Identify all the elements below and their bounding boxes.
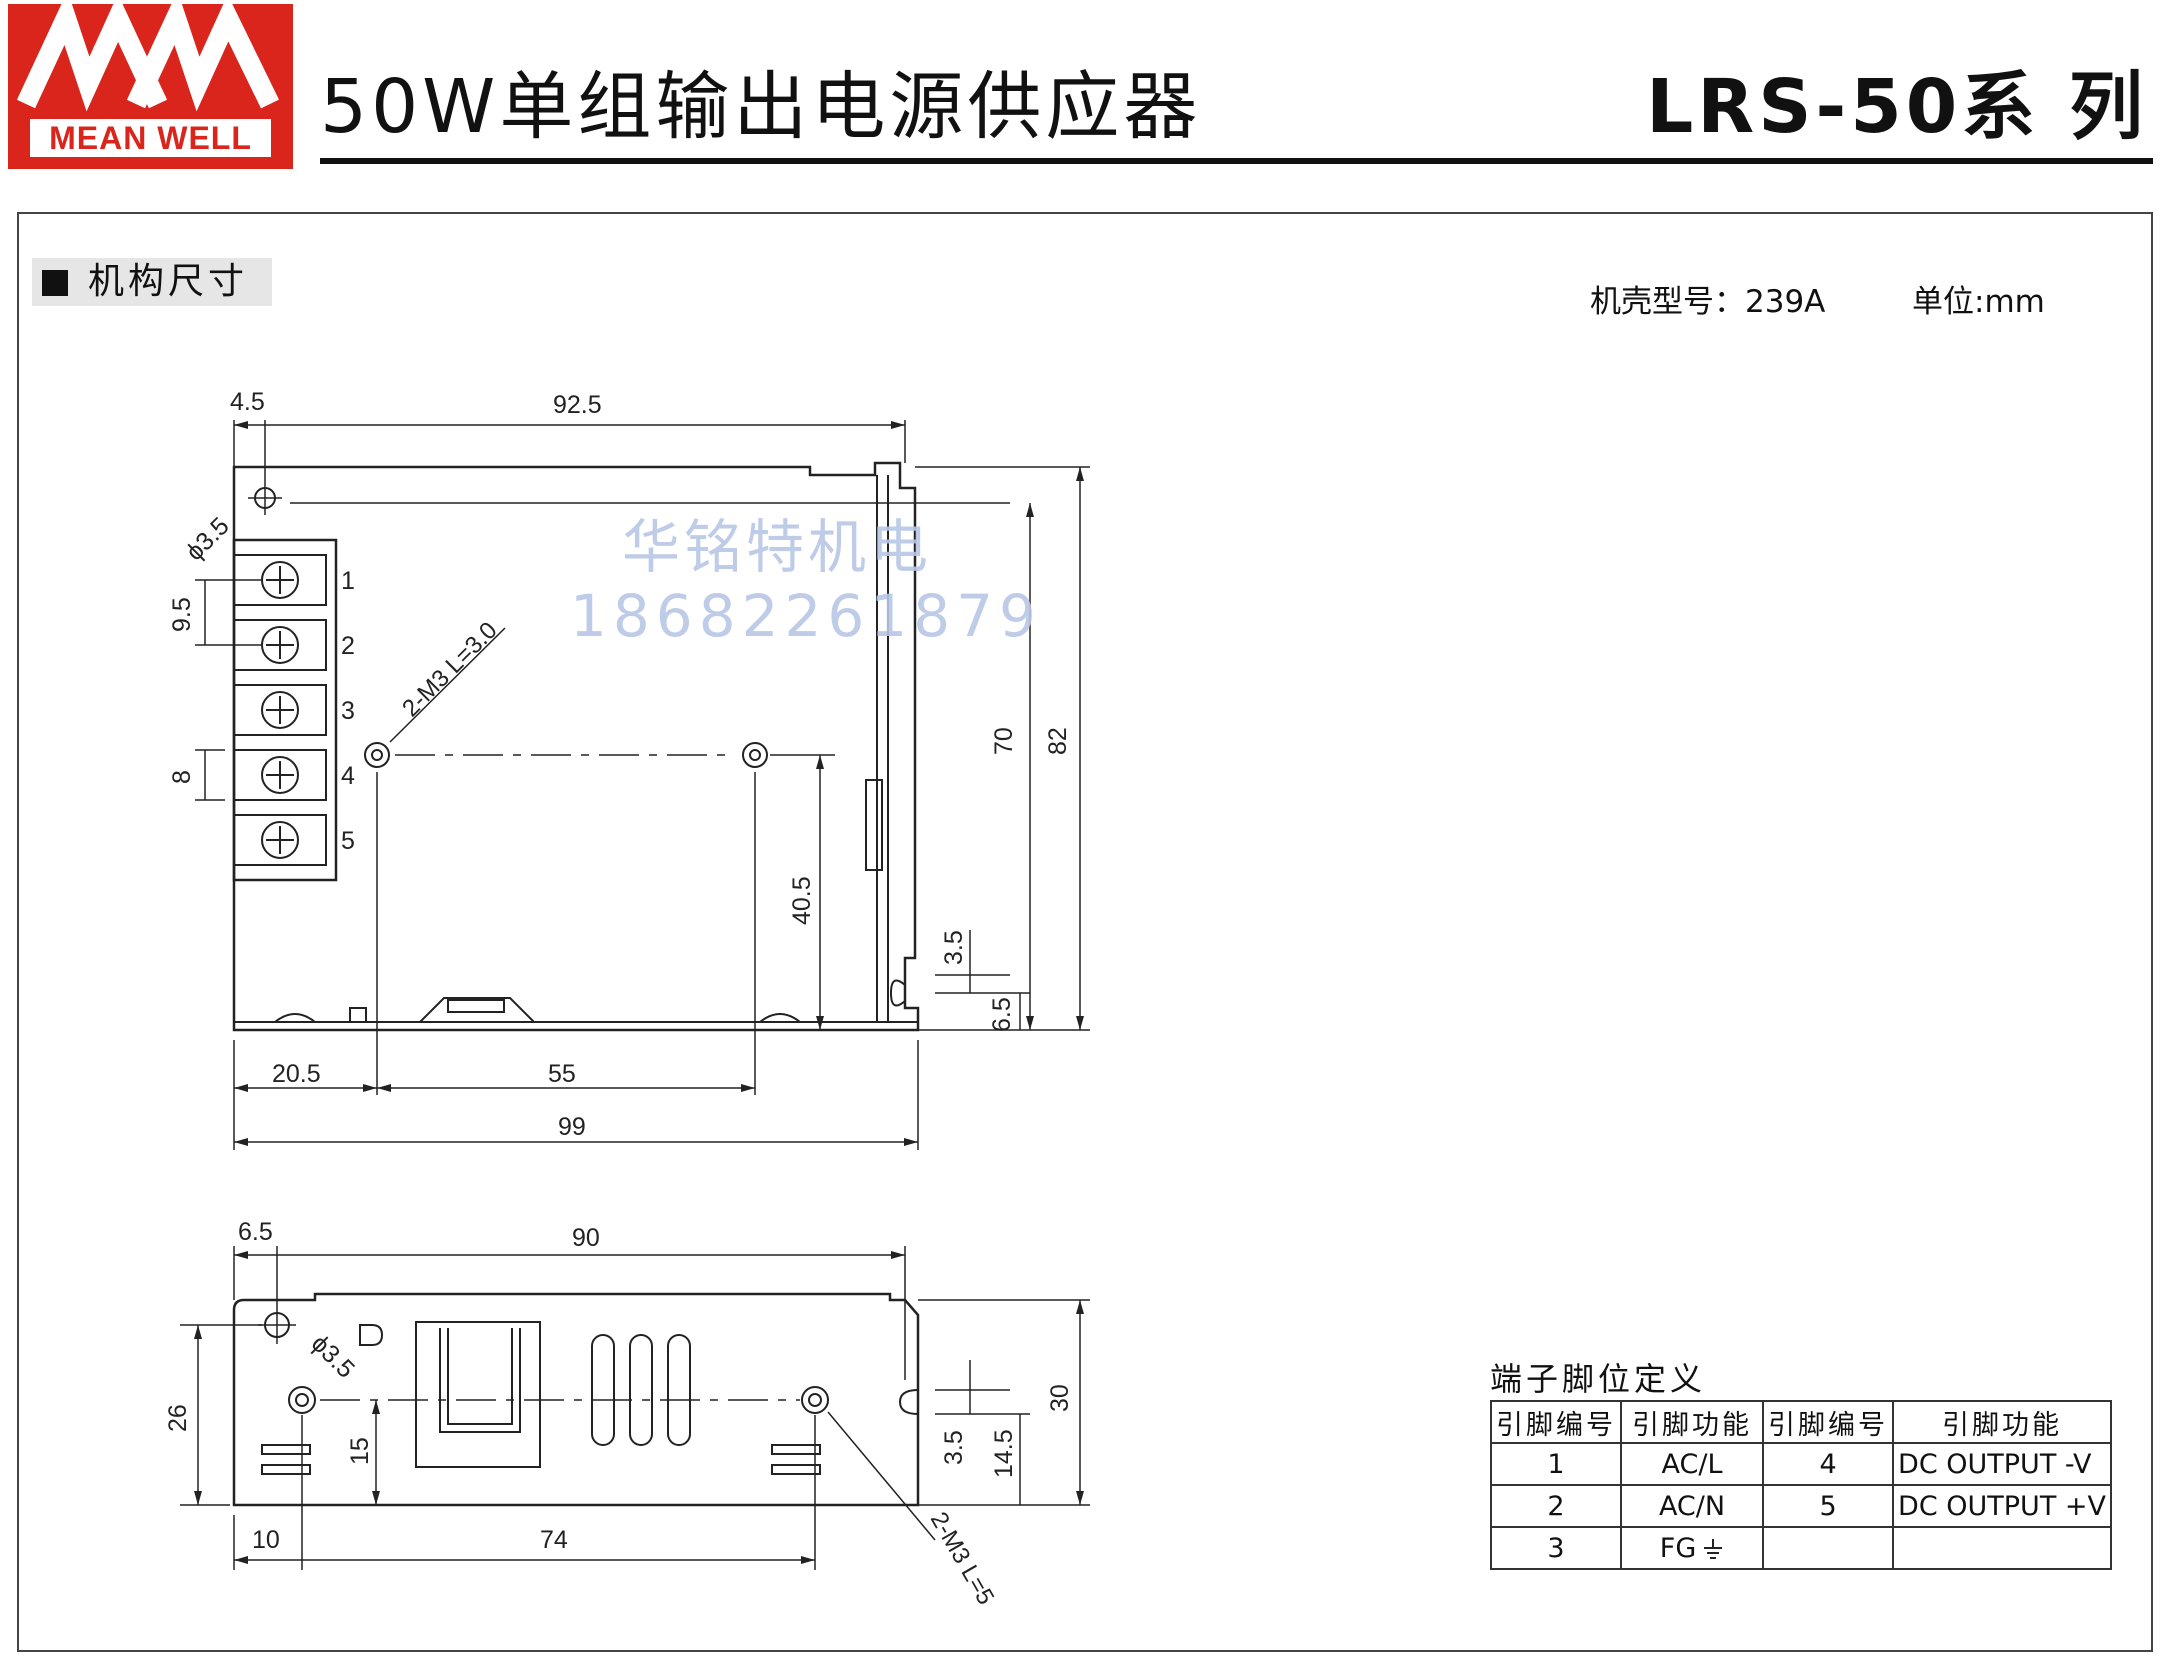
header-function-a: 引脚功能 — [1619, 1400, 1765, 1444]
pin-number: 4 — [1762, 1442, 1895, 1486]
dim-phi-top: ϕ3.5 — [180, 512, 234, 566]
pin-number: 1 — [1490, 1442, 1622, 1486]
dim-74: 74 — [540, 1526, 568, 1554]
pin-table-header: 引脚编号 引脚功能 引脚编号 引脚功能 — [1490, 1400, 2112, 1444]
terminal-label-3: 3 — [341, 697, 355, 725]
header-pin-no-b: 引脚编号 — [1762, 1400, 1895, 1444]
side-view — [180, 1246, 1090, 1570]
pin-table-title: 端子脚位定义 — [1490, 1360, 1707, 1398]
header-function-b: 引脚功能 — [1892, 1400, 2112, 1444]
dimension-arrows-top — [234, 421, 1084, 1146]
dim-6-5-top: 6.5 — [988, 997, 1016, 1032]
mw-logo-mark — [16, 4, 279, 112]
dim-90: 90 — [572, 1224, 600, 1252]
dim-82: 82 — [1044, 727, 1072, 755]
section-title: 机构尺寸 — [88, 261, 249, 302]
pin-function: FG — [1659, 1532, 1697, 1564]
table-row: 1 AC/L 4 DC OUTPUT -V — [1490, 1442, 2112, 1486]
drawing-frame — [17, 212, 2153, 1652]
screw-note-side: 2-M3 L=5 — [925, 1508, 999, 1610]
dim-3-5-top: 3.5 — [940, 930, 968, 965]
top-view-labels: 4.5 92.5 ϕ3.5 9.5 8 1 2 3 4 5 2-M3 L=3.0… — [168, 388, 1072, 1141]
dim-30: 30 — [1046, 1384, 1074, 1412]
mean-well-logo: MEAN WELL — [8, 4, 293, 169]
dim-8: 8 — [168, 770, 196, 784]
dim-phi-side: ϕ3.5 — [306, 1329, 360, 1383]
header-pin-no-a: 引脚编号 — [1490, 1400, 1622, 1444]
dim-6-5-side: 6.5 — [238, 1218, 273, 1246]
terminal-label-2: 2 — [341, 632, 355, 660]
pin-function: DC OUTPUT +V — [1892, 1484, 2112, 1528]
dim-20-5: 20.5 — [272, 1060, 321, 1088]
watermark-name: 华铭特机电 — [622, 513, 933, 581]
pin-number: 3 — [1490, 1526, 1622, 1570]
pin-table: 引脚编号 引脚功能 引脚编号 引脚功能 1 AC/L 4 DC OUTPUT -… — [1490, 1400, 2112, 1570]
pin-function: DC OUTPUT -V — [1892, 1442, 2112, 1486]
terminal-screws — [261, 561, 299, 859]
dim-14-5: 14.5 — [990, 1429, 1018, 1478]
pin-number: 5 — [1762, 1484, 1895, 1528]
dim-55: 55 — [548, 1060, 576, 1088]
title-underline — [320, 158, 2153, 164]
section-heading: 机构尺寸 — [32, 258, 272, 306]
series-title: LRS-50系 列 — [1646, 64, 2147, 150]
pin-function: AC/L — [1619, 1442, 1765, 1486]
terminal-label-1: 1 — [341, 567, 355, 595]
dimension-arrows-side — [194, 1251, 1084, 1564]
dim-15: 15 — [346, 1437, 374, 1465]
table-row: 2 AC/N 5 DC OUTPUT +V — [1490, 1484, 2112, 1528]
logo-brand-text: MEAN WELL — [30, 119, 271, 157]
terminal-label-5: 5 — [341, 827, 355, 855]
dim-10: 10 — [252, 1526, 280, 1554]
watermark-phone: 18682261879 — [570, 582, 1042, 650]
dim-26: 26 — [164, 1404, 192, 1432]
pin-function: AC/N — [1619, 1484, 1765, 1528]
terminal-label-4: 4 — [341, 762, 355, 790]
top-view — [195, 420, 1090, 1150]
dim-99: 99 — [558, 1113, 586, 1141]
table-row: 3 FG — [1490, 1526, 2112, 1570]
square-bullet-icon — [42, 270, 68, 296]
page-title: 50W单组输出电源供应器 — [320, 64, 1202, 150]
dim-70: 70 — [990, 727, 1018, 755]
screw-note-top: 2-M3 L=3.0 — [397, 617, 502, 722]
ground-icon — [1704, 1538, 1723, 1559]
pin-function-fg: FG — [1619, 1526, 1765, 1570]
dim-4-5: 4.5 — [230, 388, 265, 416]
pin-function — [1892, 1526, 2112, 1570]
case-model-label: 机壳型号：239A — [1590, 284, 1826, 320]
dim-40-5: 40.5 — [788, 876, 816, 925]
dim-9-5: 9.5 — [168, 597, 196, 632]
pin-number — [1762, 1526, 1895, 1570]
unit-label: 单位:mm — [1912, 284, 2045, 320]
pin-number: 2 — [1490, 1484, 1622, 1528]
dim-3-5-side: 3.5 — [940, 1430, 968, 1465]
dim-92-5: 92.5 — [553, 391, 602, 419]
